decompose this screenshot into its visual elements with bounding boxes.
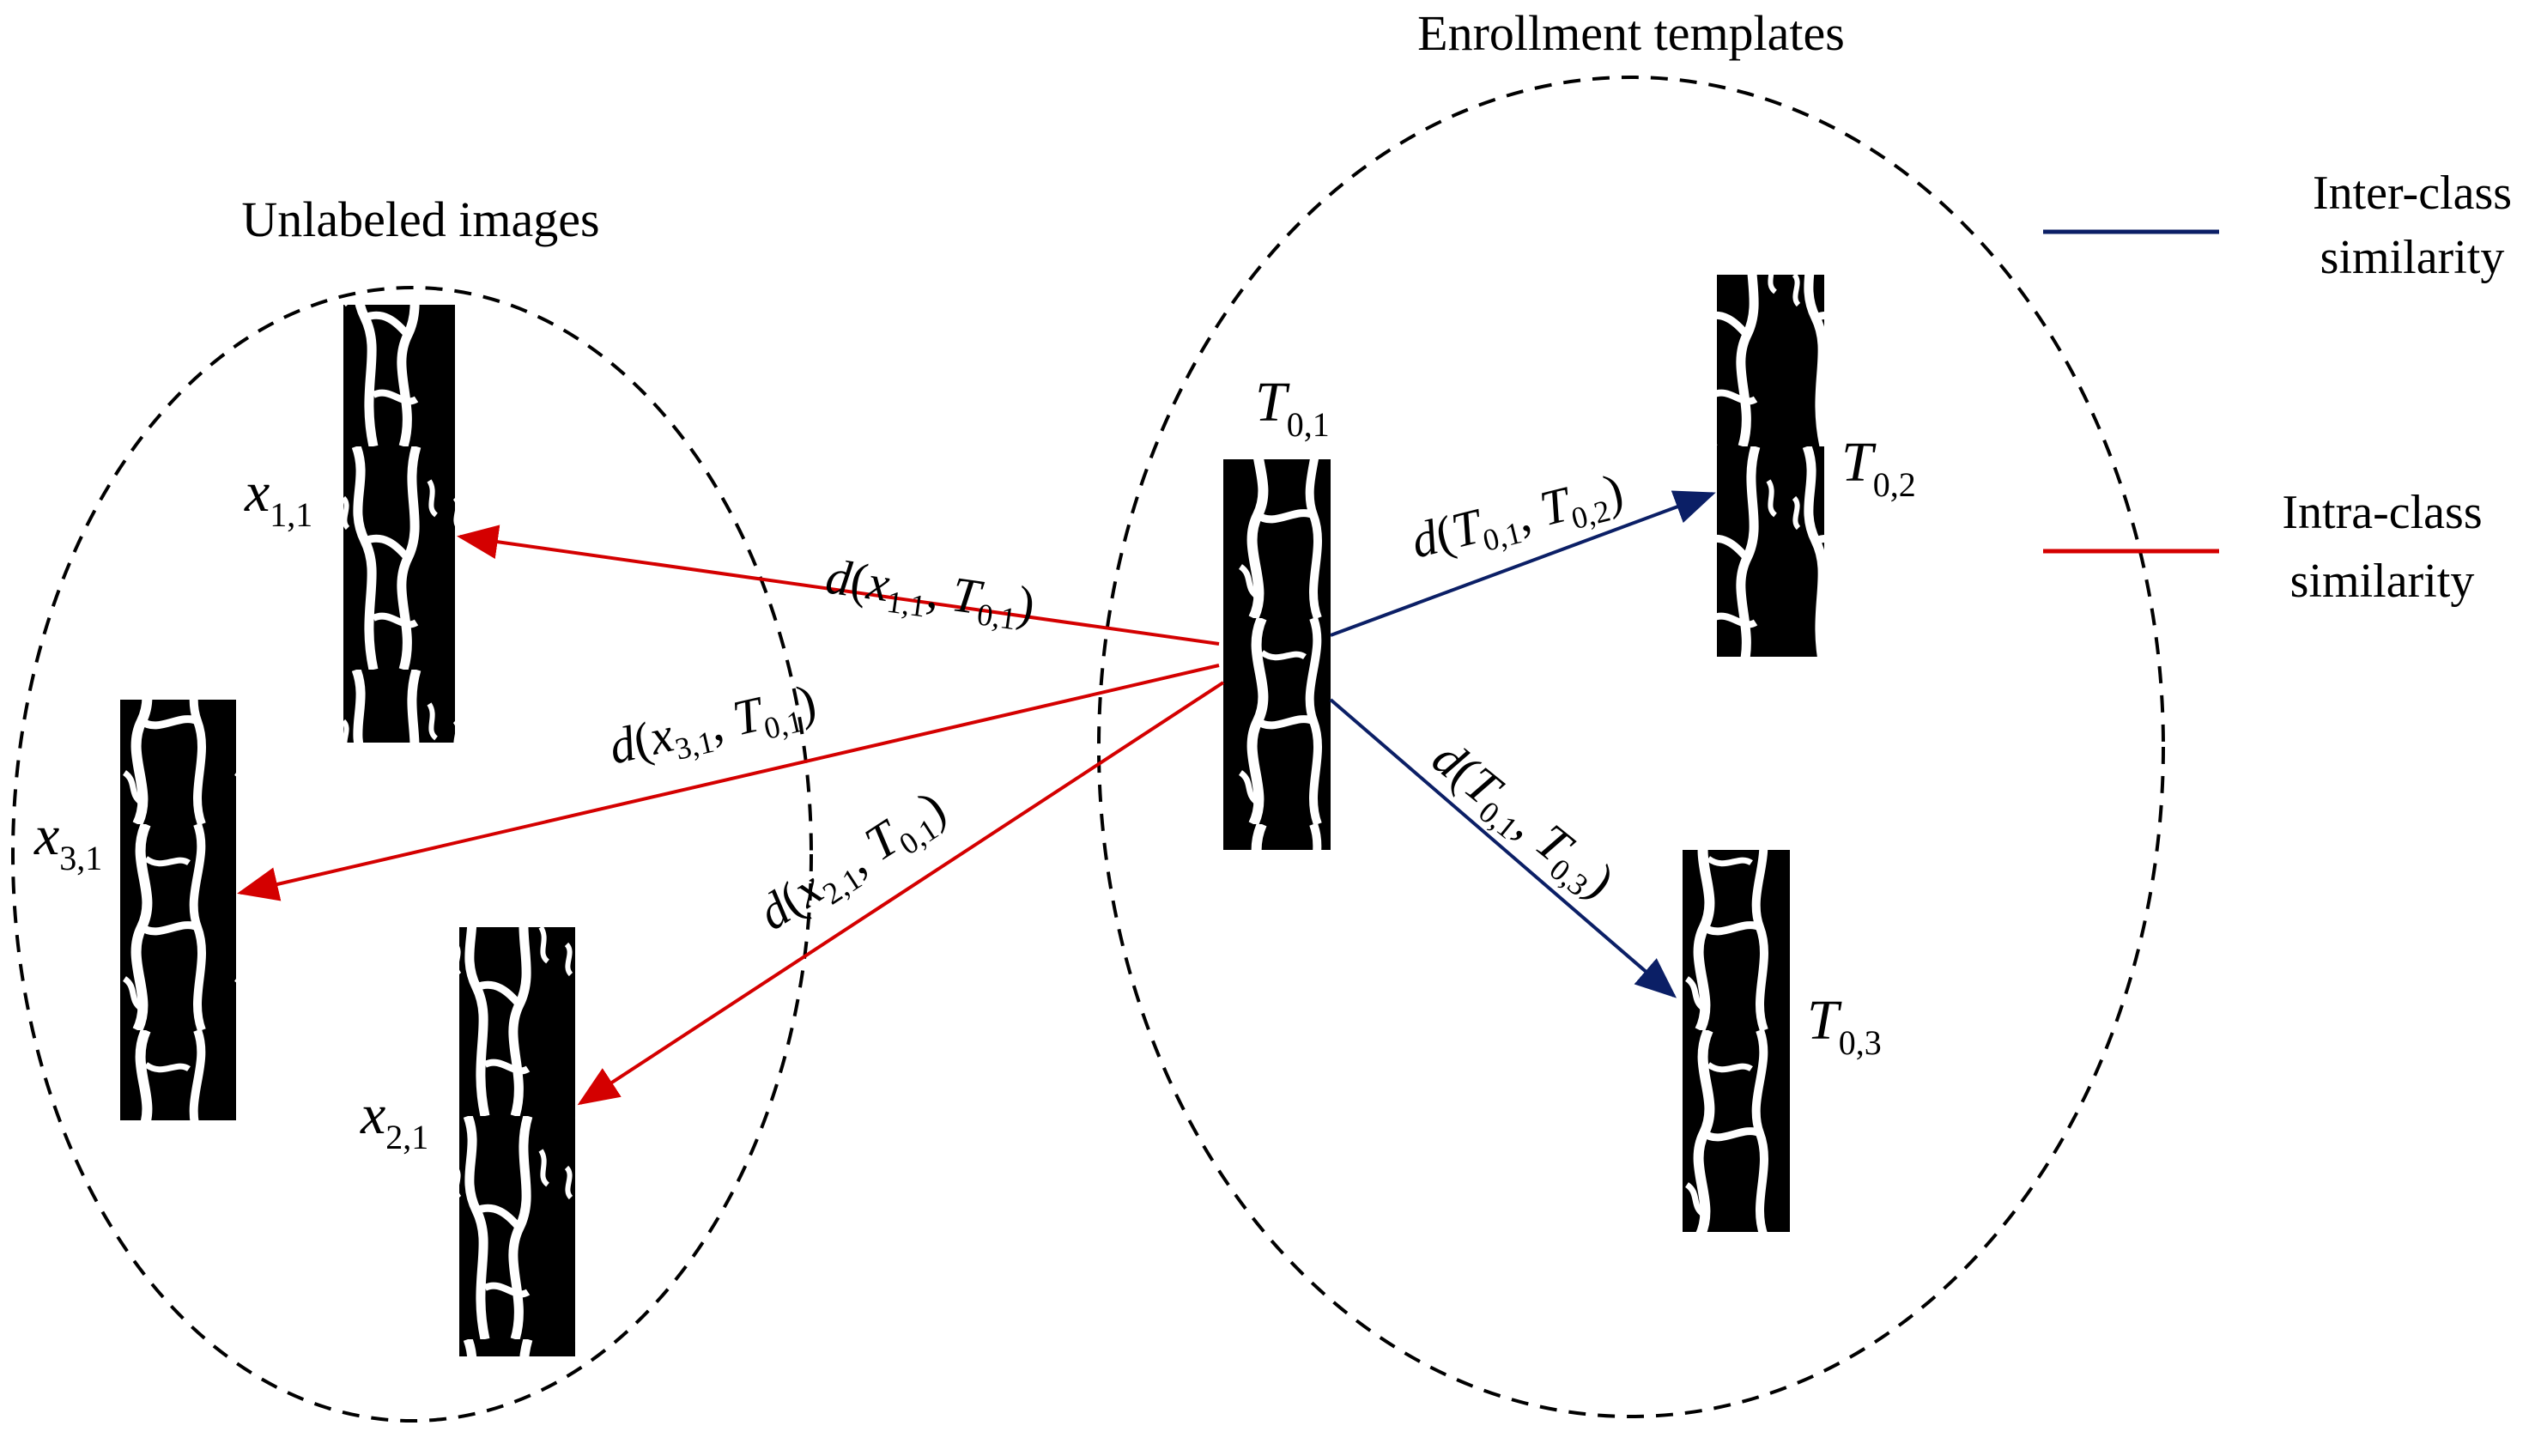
edge-x11-T01 xyxy=(457,525,1220,646)
vein-image-x31 xyxy=(120,700,236,1120)
unlabeled-ellipse xyxy=(11,286,813,1423)
edge-x21-T01 xyxy=(577,681,1225,1106)
label-x21: x2,1 xyxy=(360,1083,428,1156)
edge-T01-T03 xyxy=(1329,698,1677,998)
label-T01: T0,1 xyxy=(1255,371,1330,444)
edge-label-T01-T03: d(T0,1, T0,3) xyxy=(1418,730,1625,913)
svg-text:d(x1,1, T0,1): d(x1,1, T0,1) xyxy=(822,549,1038,639)
edge-label-x31-T01: d(x3,1, T0,1) xyxy=(603,673,822,780)
edge-label-x21-T01: d(x2,1, T0,1) xyxy=(749,780,958,946)
unlabeled-title: Unlabeled images xyxy=(241,191,599,247)
label-T03: T0,3 xyxy=(1807,989,1882,1062)
edge-label-x11-T01: d(x1,1, T0,1) xyxy=(822,549,1038,639)
legend-inter-line2: similarity xyxy=(2320,231,2505,284)
edge-label-T01-T02: d(T0,1, T0,2) xyxy=(1405,463,1629,575)
enrollment-ellipse xyxy=(1097,76,2165,1418)
legend-inter-line1: Inter-class xyxy=(2313,167,2512,220)
svg-text:d(T0,1, T0,3): d(T0,1, T0,3) xyxy=(1418,730,1625,913)
enrollment-title: Enrollment templates xyxy=(1417,5,1845,61)
label-x11: x1,1 xyxy=(244,461,312,534)
svg-text:d(x2,1, T0,1): d(x2,1, T0,1) xyxy=(749,780,958,946)
vein-image-x11 xyxy=(343,305,455,743)
vein-image-x21 xyxy=(459,927,575,1356)
vein-image-T01 xyxy=(1223,459,1331,850)
legend: Inter-class similarity Intra-class simil… xyxy=(2043,167,2512,608)
vein-image-T02 xyxy=(1717,275,1824,657)
vein-image-T03 xyxy=(1683,850,1790,1232)
label-T02: T0,2 xyxy=(1841,431,1916,504)
svg-text:d(T0,1, T0,2): d(T0,1, T0,2) xyxy=(1405,463,1629,575)
legend-intra-line2: similarity xyxy=(2290,555,2475,608)
edge-T01-T02 xyxy=(1330,490,1716,637)
label-x31: x3,1 xyxy=(33,804,102,877)
edge-x31-T01 xyxy=(237,664,1220,901)
svg-text:d(x3,1, T0,1): d(x3,1, T0,1) xyxy=(603,673,822,780)
legend-intra-line1: Intra-class xyxy=(2282,486,2482,539)
